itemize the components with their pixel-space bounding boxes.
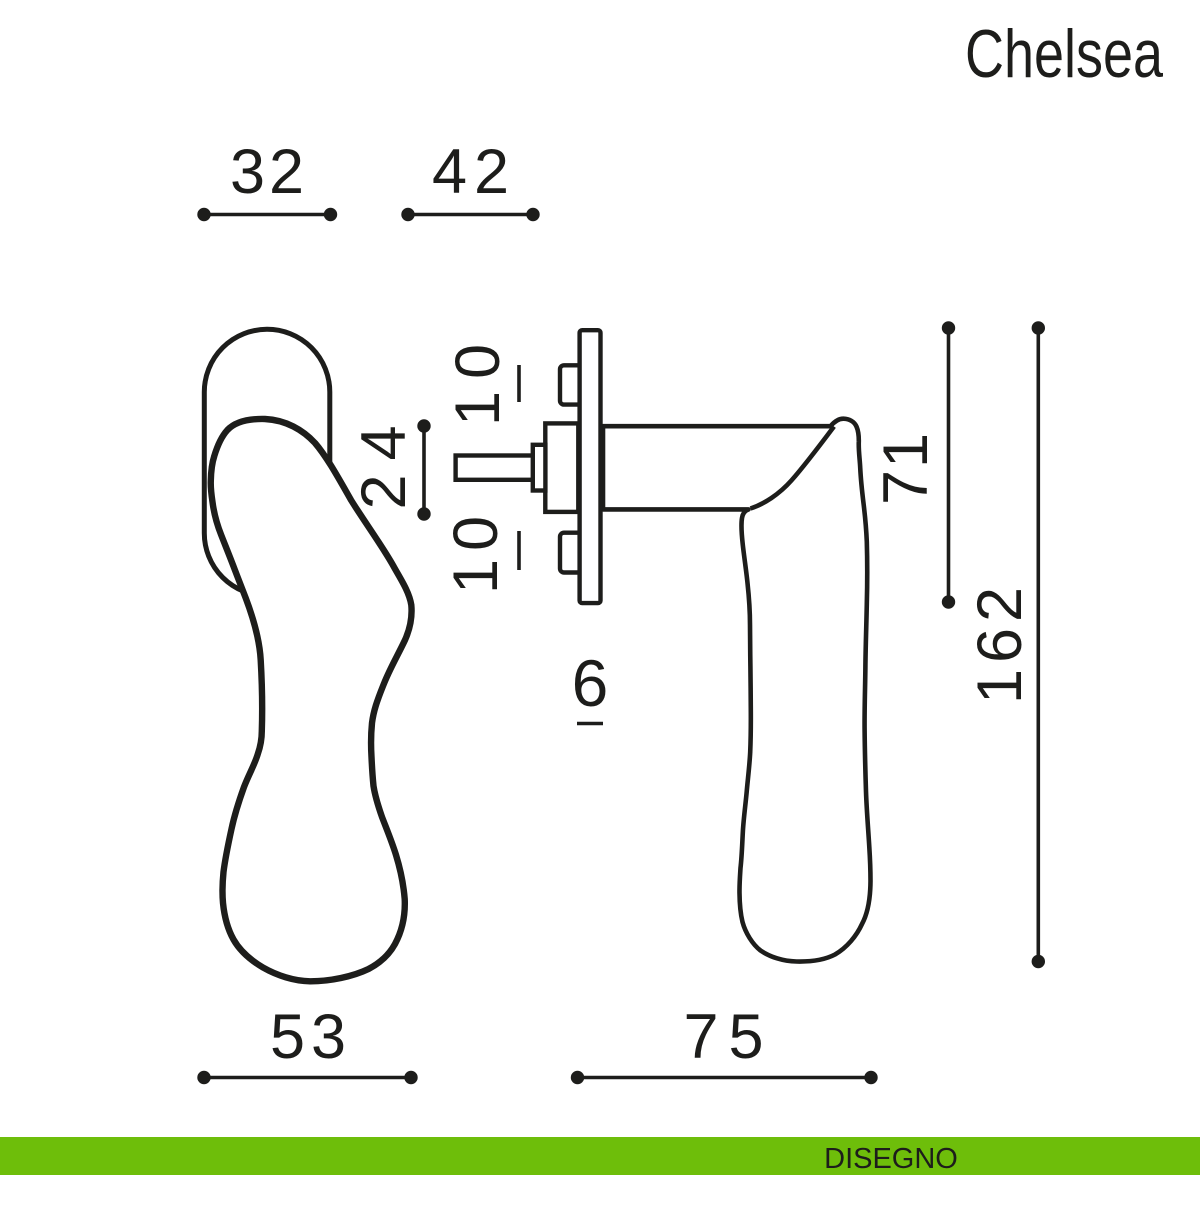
svg-text:Chelsea: Chelsea bbox=[965, 16, 1163, 92]
svg-text:DISEGNO: DISEGNO bbox=[824, 1143, 958, 1175]
svg-text:6: 6 bbox=[572, 646, 609, 720]
svg-text:71: 71 bbox=[871, 433, 941, 505]
svg-text:162: 162 bbox=[965, 587, 1035, 704]
